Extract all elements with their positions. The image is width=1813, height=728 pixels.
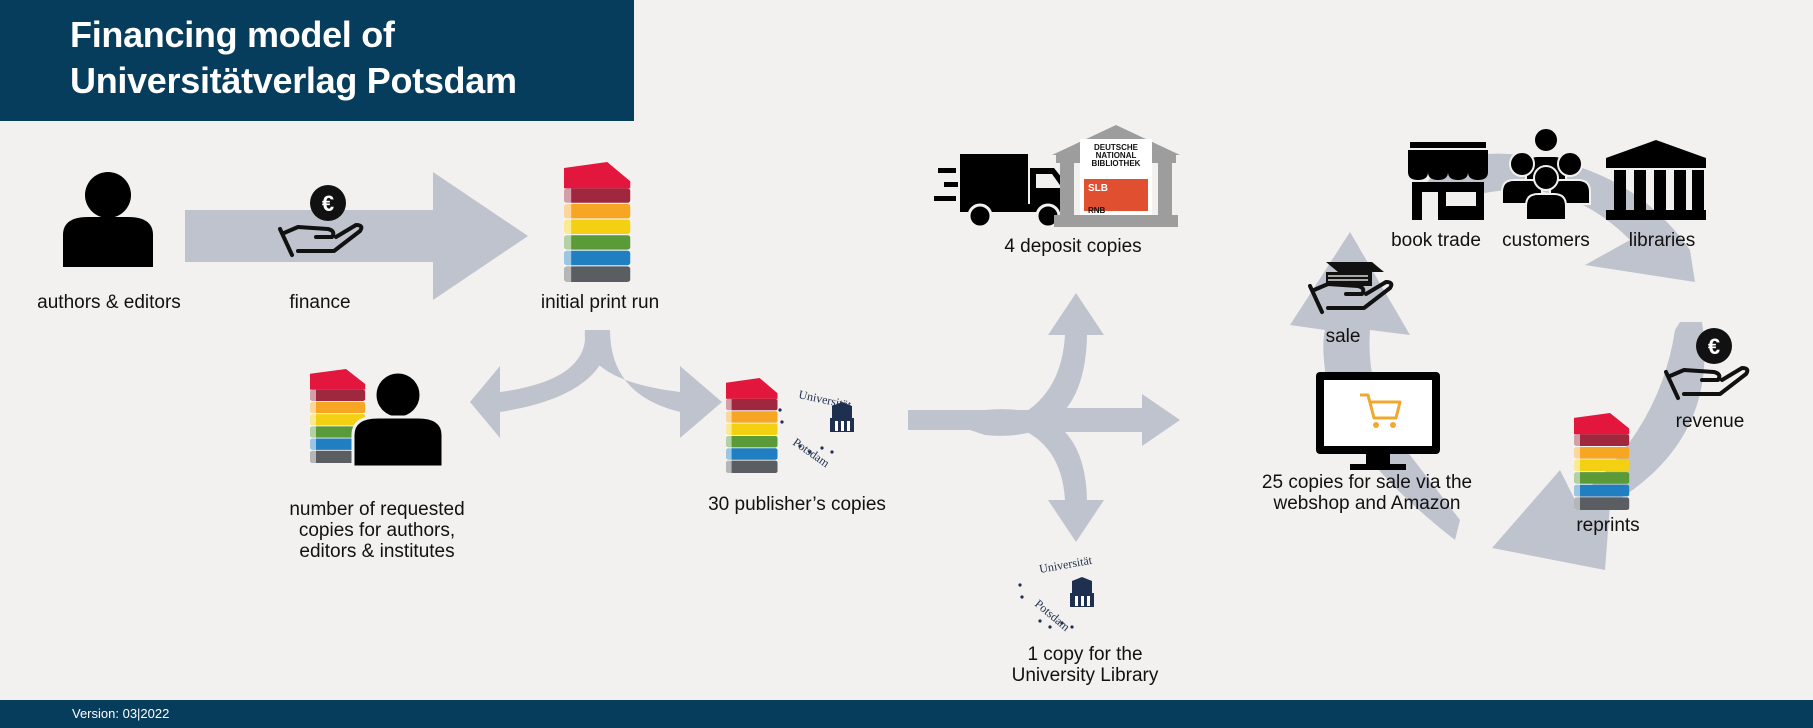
libraries-icon: [1606, 140, 1706, 220]
label-requested-line-2: copies for authors,: [298, 520, 456, 541]
book-hand-icon: [1308, 262, 1394, 314]
label-deposit-copies: 4 deposit copies: [1004, 236, 1142, 257]
label-initial-print-run: initial print run: [540, 292, 660, 313]
title-line-1: Financing model of: [70, 14, 395, 55]
label-requested-line-3: editors & institutes: [299, 541, 455, 562]
distribution-arrow-up: [970, 293, 1104, 436]
label-webshop-line-2: webshop and Amazon: [1273, 493, 1461, 514]
euro-hand-icon: €: [278, 185, 364, 257]
cycle-arrow-top: [1415, 153, 1695, 282]
split-arrow-right: [584, 330, 722, 438]
university-logo-icon: Universität Potsdam: [778, 387, 854, 471]
customers-icon: [1501, 127, 1591, 221]
label-revenue: revenue: [1675, 411, 1745, 432]
person-icon: [351, 370, 445, 469]
label-requested-copies: number of requested copies for authors, …: [268, 499, 486, 562]
cycle-arrow-right: [1492, 322, 1705, 570]
dnb-text-1: DEUTSCHE: [1094, 143, 1139, 152]
truck-icon: [934, 154, 1070, 229]
book-stack-icon: [1574, 413, 1630, 510]
label-finance: finance: [289, 292, 351, 313]
rnb-text: RNB: [1088, 206, 1106, 215]
label-webshop: 25 copies for sale via the webshop and A…: [1240, 472, 1494, 514]
university-logo-bottom-text: Potsdam: [790, 435, 832, 471]
university-logo-bottom-text: Potsdam: [1032, 597, 1073, 635]
split-arrow-left: [470, 330, 610, 438]
university-logo-top-text: Universität: [797, 387, 853, 412]
label-publisher-copies: 30 publisher’s copies: [708, 494, 886, 515]
university-logo-top-text: Universität: [1038, 553, 1094, 576]
flow-diagram: € Universität Potsdam Universität Potsda…: [63, 125, 1750, 635]
label-authors: authors & editors: [37, 292, 181, 313]
label-libraries: libraries: [1628, 230, 1696, 251]
shop-icon: [1408, 142, 1488, 220]
label-book-trade: book trade: [1391, 230, 1481, 251]
header-banner: Financing model of Universitätverlag Pot…: [0, 0, 634, 121]
version-text: Version: 03|2022: [72, 706, 170, 721]
distribution-arrow-down: [970, 409, 1104, 542]
distribution-arrow-right: [1060, 394, 1180, 446]
euro-hand-icon: €: [1664, 328, 1750, 400]
euro-symbol: €: [1708, 334, 1720, 359]
label-ul-line-1: 1 copy for the: [1027, 644, 1143, 665]
title-line-2: Universitätverlag Potsdam: [70, 60, 517, 101]
book-stack-icon: [726, 378, 778, 473]
label-university-library: 1 copy for the University Library: [980, 644, 1190, 686]
slb-text: SLB: [1088, 183, 1108, 194]
computer-cart-icon: [1316, 372, 1440, 470]
label-webshop-line-1: 25 copies for sale via the: [1261, 472, 1473, 493]
dnb-text-3: BIBLIOTHEK: [1092, 159, 1141, 168]
label-sale: sale: [1325, 326, 1361, 347]
footer-bar: Version: 03|2022: [0, 700, 1813, 728]
label-reprints: reprints: [1576, 515, 1640, 536]
person-icon: [63, 172, 153, 267]
dnb-text-2: NATIONAL: [1096, 151, 1137, 160]
label-requested-line-1: number of requested: [289, 499, 465, 520]
label-customers: customers: [1502, 230, 1590, 251]
euro-symbol: €: [322, 191, 334, 216]
university-logo-icon: Universität Potsdam: [1018, 553, 1094, 635]
label-ul-line-2: University Library: [1011, 665, 1159, 686]
book-stack-icon: [564, 162, 631, 282]
page-title: Financing model of Universitätverlag Pot…: [70, 12, 517, 104]
national-library-icon: DEUTSCHE NATIONAL BIBLIOTHEK SLB RNB: [1052, 125, 1180, 227]
